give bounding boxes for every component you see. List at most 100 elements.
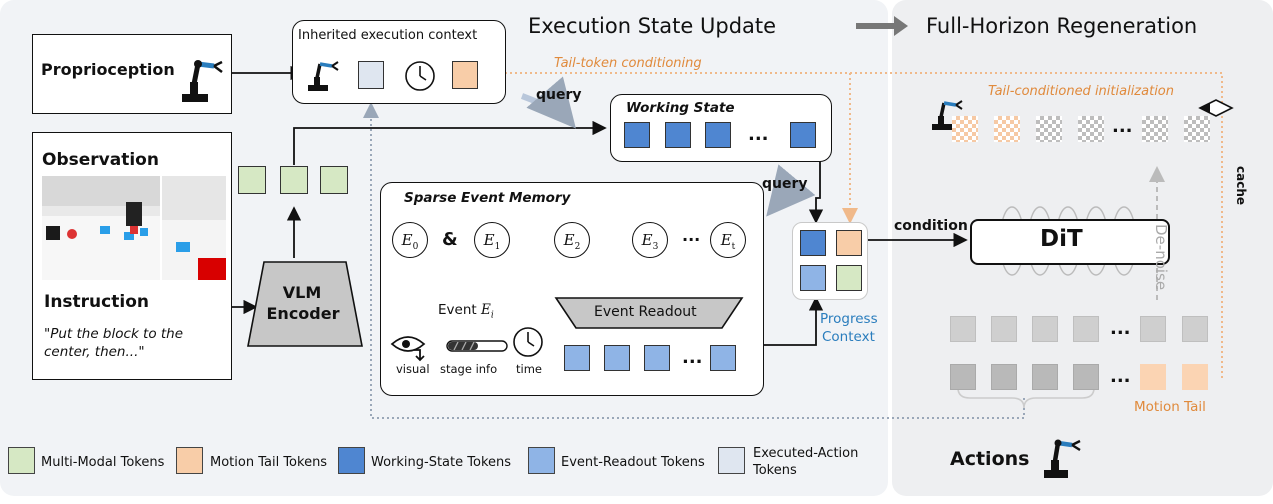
execution-state-header: Execution State Update (528, 14, 777, 38)
event-i-label: Event Ei (438, 302, 494, 321)
noise-token (1078, 116, 1104, 142)
cache-label: cache (1234, 166, 1248, 206)
observation-image (42, 176, 226, 280)
action-token (1140, 316, 1166, 342)
dit-label: DiT (1040, 226, 1083, 252)
action-token (1182, 316, 1208, 342)
event-node-3: E3 (632, 222, 668, 258)
event-readout-token (644, 345, 670, 371)
noise-token (1142, 116, 1168, 142)
event-ampersand: & (442, 229, 458, 250)
tail-token-conditioning-label: Tail-token conditioning (554, 56, 702, 71)
tail-conditioned-init-label: Tail-conditioned initialization (988, 84, 1174, 99)
event-readout-label: Event Readout (594, 304, 697, 320)
action-token (1073, 364, 1099, 390)
action-token (1032, 364, 1058, 390)
motion-tail-action-token (1140, 364, 1166, 390)
dit-box (970, 219, 1170, 265)
event-node-2: E2 (554, 222, 590, 258)
query-label-1: query (536, 87, 582, 103)
vlm-encoder-shape (247, 261, 363, 347)
motion-tail-action-token (1182, 364, 1208, 390)
motion-tail-label: Motion Tail (1134, 399, 1206, 415)
event-readout-shape (554, 297, 744, 329)
working-state-token (790, 122, 816, 148)
progress-context-line2: Context (822, 329, 875, 345)
action-ellipsis: ... (1110, 366, 1131, 387)
noise-token (1036, 116, 1062, 142)
working-state-token (624, 122, 650, 148)
working-state-token (705, 122, 731, 148)
regeneration-header: Full-Horizon Regeneration (926, 14, 1198, 38)
robot-arm-icon (1044, 439, 1081, 478)
multimodal-token (238, 166, 266, 194)
progress-context-line1: Progress (820, 311, 878, 327)
action-token (991, 364, 1017, 390)
action-ellipsis: ... (1110, 318, 1131, 339)
event-readout-token (710, 345, 736, 371)
working-state-title: Working State (626, 100, 735, 116)
visual-label: visual (396, 362, 430, 376)
proprioception-label: Proprioception (41, 60, 175, 79)
robot-arm-icon (182, 60, 223, 102)
actions-label: Actions (950, 448, 1030, 470)
motion-tail-token (836, 230, 862, 256)
clock-icon (513, 327, 543, 357)
legend-swatch-executed-action (718, 447, 745, 474)
denoise-label: De-noise (1152, 224, 1170, 291)
sparse-event-memory-title: Sparse Event Memory (404, 190, 571, 206)
event-readout-token (604, 345, 630, 371)
working-state-ellipsis: ... (748, 124, 769, 145)
header-arrow-head (894, 16, 908, 36)
multimodal-token (320, 166, 348, 194)
action-token (950, 316, 976, 342)
action-token (1073, 316, 1099, 342)
working-state-token (665, 122, 691, 148)
multimodal-token (836, 265, 862, 291)
inherited-context-title: Inherited execution context (298, 28, 478, 43)
event-readout-token (564, 345, 590, 371)
legend-label-multimodal: Multi-Modal Tokens (41, 455, 165, 470)
working-state-token (800, 230, 826, 256)
event-node-t: Et (710, 222, 746, 258)
event-readout-ellipsis: ... (682, 347, 703, 368)
action-token (1032, 316, 1058, 342)
instruction-text: "Put the block to the center, then..." (44, 326, 184, 360)
query-label-2: query (762, 176, 808, 192)
observation-label: Observation (42, 150, 159, 170)
multimodal-token (280, 166, 308, 194)
motion-tail-token (452, 61, 478, 89)
legend-swatch-event-readout (528, 447, 555, 474)
legend-swatch-multimodal (8, 447, 35, 474)
clock-icon (405, 61, 435, 91)
event-dots: ··· (682, 230, 701, 249)
vlm-encoder-line2: Encoder (266, 304, 340, 323)
legend-label-working-state: Working-State Tokens (371, 455, 512, 470)
diamond-marker-icon (1198, 99, 1234, 117)
robot-arm-icon (308, 61, 339, 91)
noise-ellipsis: ... (1112, 116, 1133, 137)
stage-info-label: stage info (440, 362, 498, 376)
eye-icon (390, 336, 426, 362)
noise-token-peach (994, 116, 1020, 142)
noise-token-peach (952, 116, 978, 142)
noise-token (1184, 116, 1210, 142)
legend-swatch-working-state (338, 447, 365, 474)
legend-label-event-readout: Event-Readout Tokens (561, 455, 705, 470)
vlm-encoder-line1: VLM (282, 283, 322, 302)
legend-swatch-motion-tail (176, 447, 203, 474)
progress-bar-icon (446, 340, 508, 352)
event-node-1: E1 (474, 222, 510, 258)
event-readout-token (800, 265, 826, 291)
robot-arm-icon (932, 100, 963, 130)
legend-label-motion-tail: Motion Tail Tokens (210, 455, 328, 470)
action-token (950, 364, 976, 390)
header-arrow (856, 23, 896, 29)
condition-label: condition (894, 218, 968, 234)
time-label: time (516, 362, 542, 376)
instruction-label: Instruction (44, 292, 149, 312)
event-node-0: E0 (392, 222, 428, 258)
executed-action-token (358, 61, 384, 89)
action-token (991, 316, 1017, 342)
legend-label-executed-action: Executed-Action Tokens (753, 446, 859, 478)
